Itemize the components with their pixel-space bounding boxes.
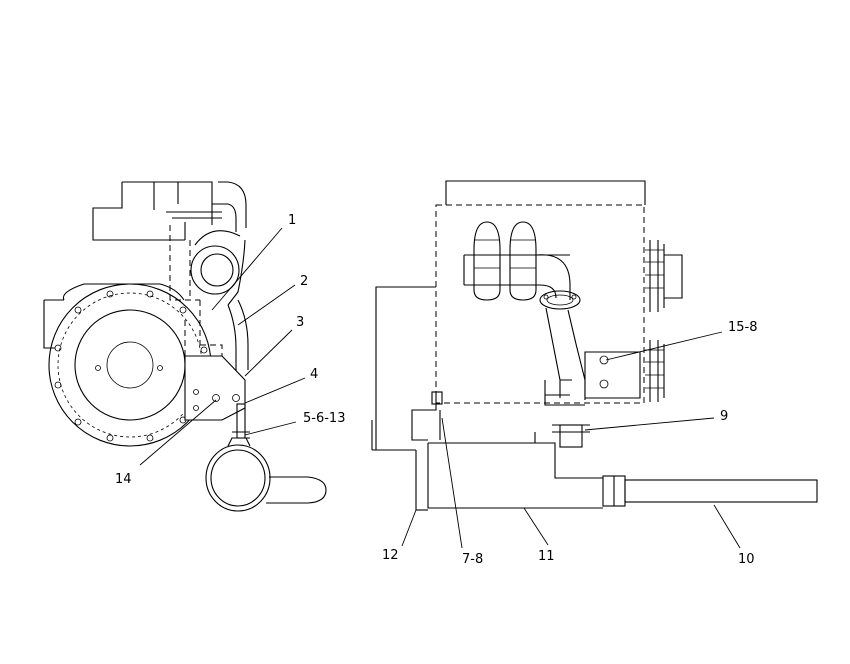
manifold-coils (463, 221, 571, 301)
callout-4: 4 (310, 367, 318, 382)
callout-3: 3 (296, 315, 304, 330)
leader-lines (139, 227, 741, 549)
callout-5-6-13: 5-6-13 (303, 411, 345, 426)
flywheel-bolt-holes (54, 290, 208, 442)
callout-11: 11 (538, 549, 555, 564)
callout-labels: 1 2 3 4 5-6-13 14 15-8 9 10 11 12 7-8 (115, 213, 758, 567)
callout-9: 9 (720, 409, 728, 424)
callout-15-8: 15-8 (728, 320, 758, 335)
callout-7-8: 7-8 (462, 552, 483, 567)
engine-end-view (43, 181, 327, 512)
callout-12: 12 (382, 548, 399, 563)
callout-14: 14 (115, 472, 132, 487)
callout-10: 10 (738, 552, 755, 567)
callout-1: 1 (288, 213, 296, 228)
engine-side-view (371, 180, 818, 511)
pulleys (645, 240, 683, 402)
callout-2: 2 (300, 274, 308, 289)
